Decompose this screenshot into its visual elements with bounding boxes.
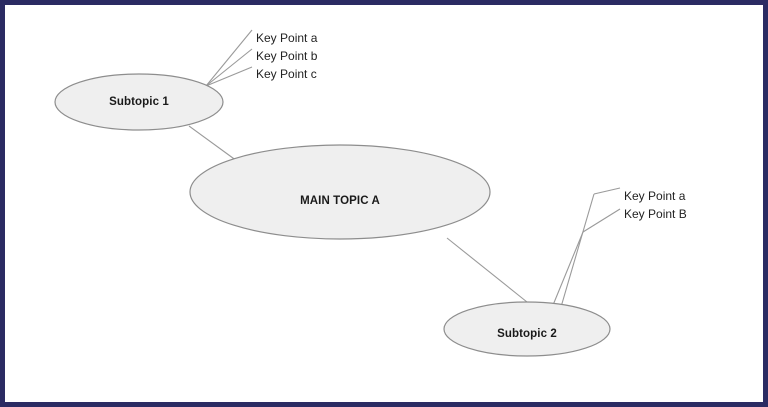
connector-subtopic2-to-keypoint-a xyxy=(593,187,621,195)
node-main-topic[interactable] xyxy=(189,144,491,240)
connector-subtopic2-to-keypoint-b xyxy=(582,208,621,233)
connector-main-to-subtopic2 xyxy=(446,237,528,303)
key-point-label-b-right: Key Point B xyxy=(624,207,687,221)
node-label-subtopic-2: Subtopic 2 xyxy=(497,328,557,340)
node-label-main-topic: MAIN TOPIC A xyxy=(300,195,380,207)
node-group xyxy=(54,73,611,357)
node-label-subtopic-1: Subtopic 1 xyxy=(109,96,169,108)
connector-subtopic2-stem-lower xyxy=(550,231,584,311)
node-subtopic-2[interactable] xyxy=(443,301,611,357)
key-point-label-a-left: Key Point a xyxy=(256,31,318,45)
node-subtopic-1[interactable] xyxy=(54,73,224,131)
key-point-label-a-right: Key Point a xyxy=(624,189,686,203)
connector-group xyxy=(188,29,621,311)
connector-subtopic2-stem xyxy=(560,193,595,308)
connector-subtopic1-to-keypoint-c xyxy=(205,66,253,87)
connector-subtopic1-to-keypoint-a xyxy=(205,29,253,87)
key-point-label-c-left: Key Point c xyxy=(256,67,317,81)
connector-subtopic1-to-main xyxy=(188,125,238,162)
connector-subtopic1-to-keypoint-b xyxy=(205,48,253,87)
key-point-label-b-left: Key Point b xyxy=(256,49,318,63)
